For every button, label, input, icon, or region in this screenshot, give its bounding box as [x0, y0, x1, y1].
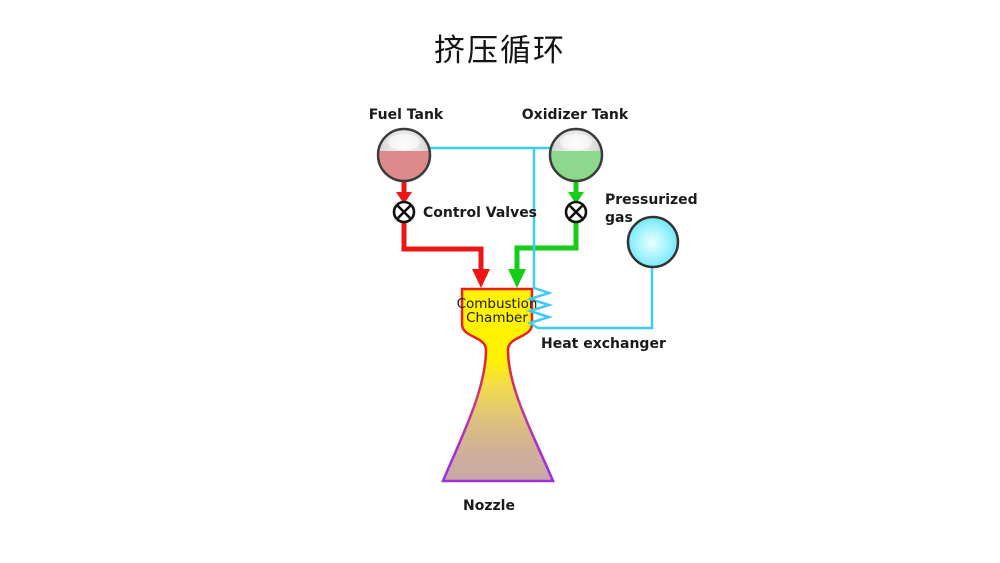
oxidizer-control-valve — [564, 200, 588, 224]
oxidizer-tank-gloss — [560, 134, 592, 150]
gas-line-heat-exchanger-coil — [525, 148, 654, 330]
fuel-arrowhead-valve — [396, 192, 412, 204]
fuel-tank-outline — [376, 127, 432, 183]
oxidizer-arrowhead-chamber — [508, 269, 526, 288]
diagram-title: 挤压循环 — [434, 33, 566, 69]
valve-x-icon — [568, 204, 584, 220]
gas-circuit-group — [430, 146, 654, 330]
pressurized-gas-label-line2: gas — [605, 210, 633, 226]
combustion-chamber-label-line2: Chamber — [466, 310, 528, 326]
fuel-line-group — [396, 179, 490, 288]
heat-exchanger-label: Heat exchanger — [541, 336, 666, 352]
nozzle-label: Nozzle — [463, 498, 515, 514]
oxidizer-arrowhead-valve — [568, 192, 584, 204]
oxidizer-liquid — [550, 151, 602, 181]
fuel-arrowhead-chamber — [472, 269, 490, 288]
oxidizer-tank-label: Oxidizer Tank — [522, 107, 629, 123]
fuel-tank-gloss — [388, 134, 420, 150]
oxidizer-line-group — [508, 179, 584, 288]
fuel-control-valve — [392, 200, 416, 224]
pressurized-gas-label-line1: Pressurized — [605, 192, 698, 208]
combustion-chamber-label-line1: Combustion — [457, 296, 538, 312]
pressurized-gas-sphere — [626, 215, 680, 269]
valve-x-icon — [396, 204, 412, 220]
fuel-tank-label: Fuel Tank — [369, 107, 444, 123]
combustion-chamber-nozzle-shape — [441, 287, 555, 483]
fuel-line-valve-to-chamber — [401, 220, 484, 271]
oxidizer-line-valve-to-chamber — [514, 220, 579, 271]
control-valves-label: Control Valves — [423, 205, 537, 221]
fuel-tank — [376, 127, 432, 183]
oxidizer-tank-outline — [548, 127, 604, 183]
oxidizer-tank — [548, 127, 604, 183]
fuel-liquid — [378, 151, 430, 181]
